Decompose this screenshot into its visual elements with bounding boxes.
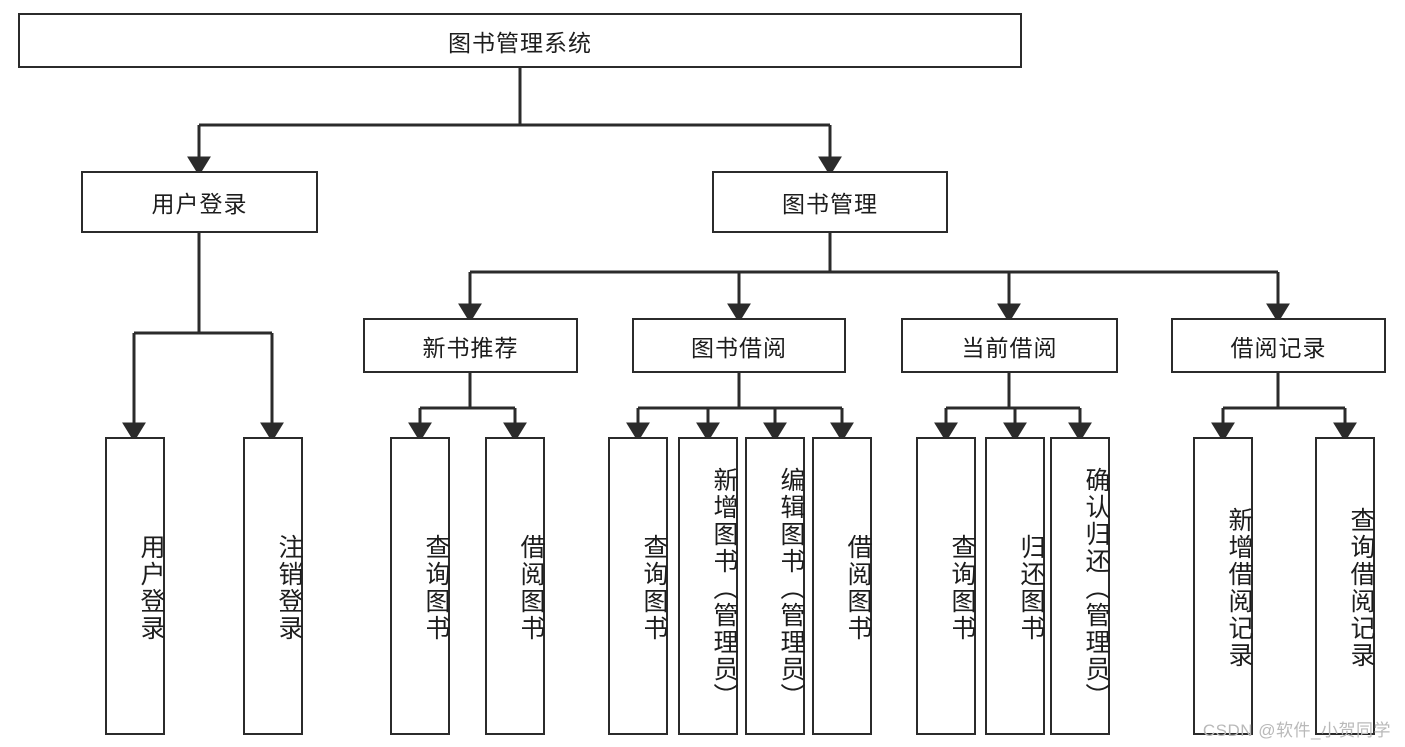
node-leaf-query-book-bb[interactable]: 查询图书	[608, 437, 668, 735]
node-current-borrow[interactable]: 当前借阅	[901, 318, 1118, 373]
node-new-book-recommend[interactable]: 新书推荐	[363, 318, 578, 373]
node-leaf-query-book-rec-label: 查询图书	[422, 534, 450, 642]
node-book-borrow-label: 图书借阅	[691, 334, 787, 361]
node-leaf-query-borrow-record[interactable]: 查询借阅记录	[1315, 437, 1375, 735]
node-borrow-record-label: 借阅记录	[1230, 334, 1327, 361]
node-leaf-borrow-book-bb[interactable]: 借阅图书	[812, 437, 872, 735]
node-leaf-user-login-label: 用户登录	[137, 534, 165, 642]
node-leaf-user-login[interactable]: 用户登录	[105, 437, 165, 735]
node-root-label: 图书管理系统	[448, 29, 592, 56]
node-leaf-edit-book[interactable]: 编辑图书（管理员）	[745, 437, 805, 735]
node-user-login[interactable]: 用户登录	[81, 171, 318, 233]
node-leaf-add-book[interactable]: 新增图书（管理员）	[678, 437, 738, 735]
node-new-book-recommend-label: 新书推荐	[422, 334, 519, 361]
node-leaf-edit-book-label: 编辑图书（管理员）	[777, 466, 805, 710]
node-current-borrow-label: 当前借阅	[961, 334, 1058, 361]
node-leaf-confirm-return-label: 确认归还（管理员）	[1082, 466, 1110, 710]
node-book-borrow[interactable]: 图书借阅	[632, 318, 846, 373]
node-leaf-query-book-cb[interactable]: 查询图书	[916, 437, 976, 735]
node-leaf-add-borrow-record[interactable]: 新增借阅记录	[1193, 437, 1253, 735]
node-root[interactable]: 图书管理系统	[18, 13, 1022, 68]
node-leaf-query-borrow-record-label: 查询借阅记录	[1347, 507, 1375, 669]
node-leaf-add-book-label: 新增图书（管理员）	[710, 466, 738, 710]
node-leaf-return-book[interactable]: 归还图书	[985, 437, 1045, 735]
node-leaf-query-book-bb-label: 查询图书	[640, 534, 668, 642]
node-leaf-query-book-cb-label: 查询图书	[948, 534, 976, 642]
node-leaf-borrow-book-rec[interactable]: 借阅图书	[485, 437, 545, 735]
node-book-management-label: 图书管理	[782, 191, 878, 217]
node-leaf-borrow-book-rec-label: 借阅图书	[517, 534, 545, 642]
node-book-management[interactable]: 图书管理	[712, 171, 948, 233]
node-leaf-borrow-book-bb-label: 借阅图书	[844, 534, 872, 642]
node-leaf-logout[interactable]: 注销登录	[243, 437, 303, 735]
node-leaf-return-book-label: 归还图书	[1017, 534, 1045, 642]
node-leaf-logout-label: 注销登录	[275, 534, 303, 642]
node-leaf-confirm-return[interactable]: 确认归还（管理员）	[1050, 437, 1110, 735]
node-borrow-record[interactable]: 借阅记录	[1171, 318, 1386, 373]
node-leaf-query-book-rec[interactable]: 查询图书	[390, 437, 450, 735]
node-leaf-add-borrow-record-label: 新增借阅记录	[1225, 507, 1253, 669]
node-user-login-label: 用户登录	[151, 191, 248, 217]
